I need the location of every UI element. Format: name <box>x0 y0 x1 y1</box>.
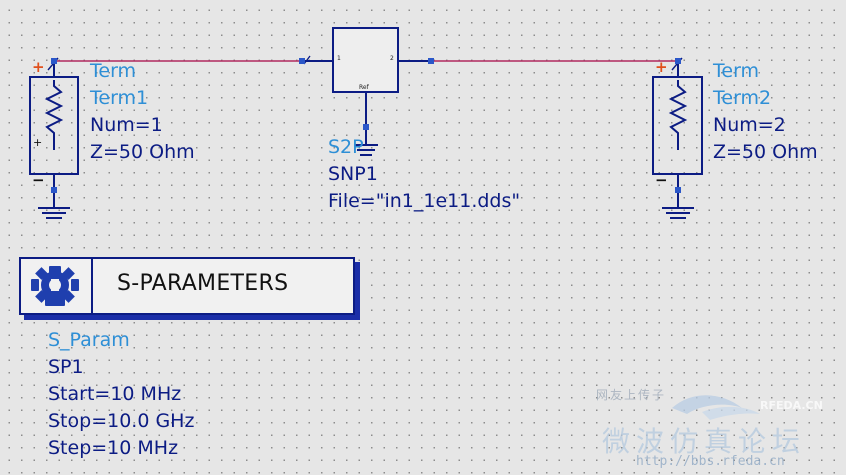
term1-inner-plus: + <box>33 136 42 149</box>
snp-pin2-label: 2 <box>390 55 394 62</box>
snp-instance-label: SNP1 <box>328 163 378 185</box>
term1-z-param[interactable]: Z=50 Ohm <box>90 141 195 163</box>
snp-ref-label: Ref <box>359 84 369 91</box>
term2-plus-sign: + <box>655 58 668 76</box>
term1-minus-sign: − <box>32 171 45 189</box>
term1-component[interactable] <box>29 57 79 219</box>
snp-pins <box>299 58 434 130</box>
watermark: 网友上传子 RFEDA.CN 微波仿真论坛 http://bbs.rfeda.c… <box>582 382 846 475</box>
term1-instance-label: Term1 <box>90 87 149 109</box>
term2-z-param[interactable]: Z=50 Ohm <box>713 141 818 163</box>
snp-type-label: S2P <box>328 136 364 158</box>
watermark-bird-logo <box>672 395 760 420</box>
term2-instance-label: Term2 <box>713 87 772 109</box>
watermark-main-text: 微波仿真论坛 <box>602 425 807 458</box>
snp-pin1-label: 1 <box>337 55 341 62</box>
resistor-zigzag <box>668 80 688 150</box>
term2-minus-sign: − <box>655 171 668 189</box>
sparam-start-param[interactable]: Start=10 MHz <box>48 383 182 405</box>
term1-type-label: Term <box>90 60 137 82</box>
watermark-url: http://bbs.rfeda.cn <box>636 454 785 469</box>
sparam-step-param[interactable]: Step=10 MHz <box>48 437 179 459</box>
term2-type-label: Term <box>713 60 760 82</box>
term1-pins <box>51 58 57 193</box>
snp-component[interactable] <box>332 27 399 93</box>
sparam-controller-box[interactable]: S-PARAMETERS <box>19 257 355 315</box>
sparam-title: S-PARAMETERS <box>117 271 289 296</box>
term2-num-param[interactable]: Num=2 <box>713 114 786 136</box>
sparam-gear-icon <box>31 266 79 306</box>
sparam-icon-cell <box>21 259 93 313</box>
sparam-stop-param[interactable]: Stop=10.0 GHz <box>48 410 195 432</box>
term2-pins <box>675 58 681 193</box>
snp-file-param[interactable]: File="in1_1e11.dds" <box>328 190 521 212</box>
watermark-top-text: 网友上传子 <box>596 388 667 402</box>
term1-num-param[interactable]: Num=1 <box>90 114 163 136</box>
watermark-brand: RFEDA.CN <box>760 399 823 412</box>
sparam-type-label: S_Param <box>48 329 130 351</box>
resistor-zigzag <box>44 80 64 150</box>
sparam-instance-label: SP1 <box>48 356 84 378</box>
term2-component[interactable] <box>652 57 703 219</box>
term1-plus-sign: + <box>32 58 45 76</box>
